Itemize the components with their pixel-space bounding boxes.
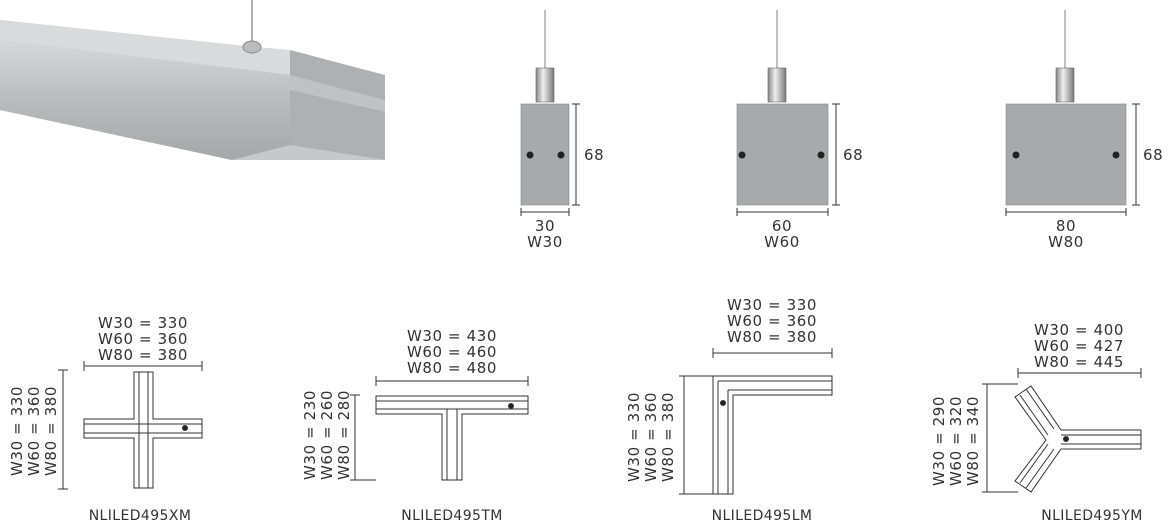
connector-l-v-w80: W80 = 380 [659, 391, 677, 482]
side-view-w80-height-label: 68 [1143, 146, 1164, 164]
connector-l-h-w30: W30 = 330 [726, 296, 818, 314]
side-view-w30-width-label: 30 [534, 217, 556, 235]
connector-y-v-w80: W80 = 340 [964, 395, 982, 486]
connector-x-v-w30: W30 = 330 [8, 385, 26, 476]
side-view-w80-width-label: 80 [1055, 217, 1077, 235]
connector-l-v-w30: W30 = 330 [625, 391, 643, 482]
connector-x-v-w80: W80 = 380 [42, 385, 60, 476]
connector-l-code: NLILED495LM [711, 508, 813, 524]
connector-t-h-w60: W60 = 460 [406, 343, 498, 361]
side-view-w80 [1005, 10, 1140, 216]
connector-y-h-w80: W80 = 445 [1033, 353, 1125, 371]
connector-x-h-w30: W30 = 330 [97, 314, 189, 332]
connector-y-h-w60: W60 = 427 [1033, 337, 1125, 355]
connector-x-h-w80: W80 = 380 [97, 346, 189, 364]
side-view-w80-variant-label: W80 [1048, 233, 1084, 251]
connector-t-h-w30: W30 = 430 [406, 327, 498, 345]
side-view-w30 [520, 10, 580, 216]
connector-x-h-w60: W60 = 360 [97, 330, 189, 348]
connector-l-h-w60: W60 = 360 [726, 312, 818, 330]
connector-l-drawing [679, 348, 833, 495]
side-view-w60 [736, 10, 840, 216]
connector-t-v-w60: W60 = 260 [318, 389, 336, 480]
side-view-w60-variant-label: W60 [764, 233, 800, 251]
connector-t-code: NLILED495TM [401, 508, 503, 524]
side-view-w60-height-label: 68 [843, 146, 864, 164]
connector-y-code: NLILED495YM [1041, 508, 1143, 524]
connector-t-drawing [350, 376, 529, 481]
side-view-w30-height-label: 68 [584, 146, 605, 164]
connector-x-code: NLILED495XM [88, 508, 192, 524]
connector-y-drawing [982, 368, 1142, 493]
connector-x-v-w60: W60 = 360 [25, 385, 43, 476]
connector-t-h-w80: W80 = 480 [406, 359, 498, 377]
side-view-w30-variant-label: W30 [527, 233, 563, 251]
side-view-w60-width-label: 60 [771, 217, 793, 235]
product-photo [0, 0, 385, 160]
connector-y-h-w30: W30 = 400 [1033, 321, 1125, 339]
connector-y-v-w60: W60 = 320 [947, 395, 965, 486]
connector-l-h-w80: W80 = 380 [726, 328, 818, 346]
connector-l-v-w60: W60 = 360 [642, 391, 660, 482]
connector-t-v-w80: W80 = 280 [335, 389, 353, 480]
connector-y-v-w30: W30 = 290 [930, 395, 948, 486]
connector-t-v-w30: W30 = 230 [301, 389, 319, 480]
connector-x-drawing [58, 361, 203, 490]
